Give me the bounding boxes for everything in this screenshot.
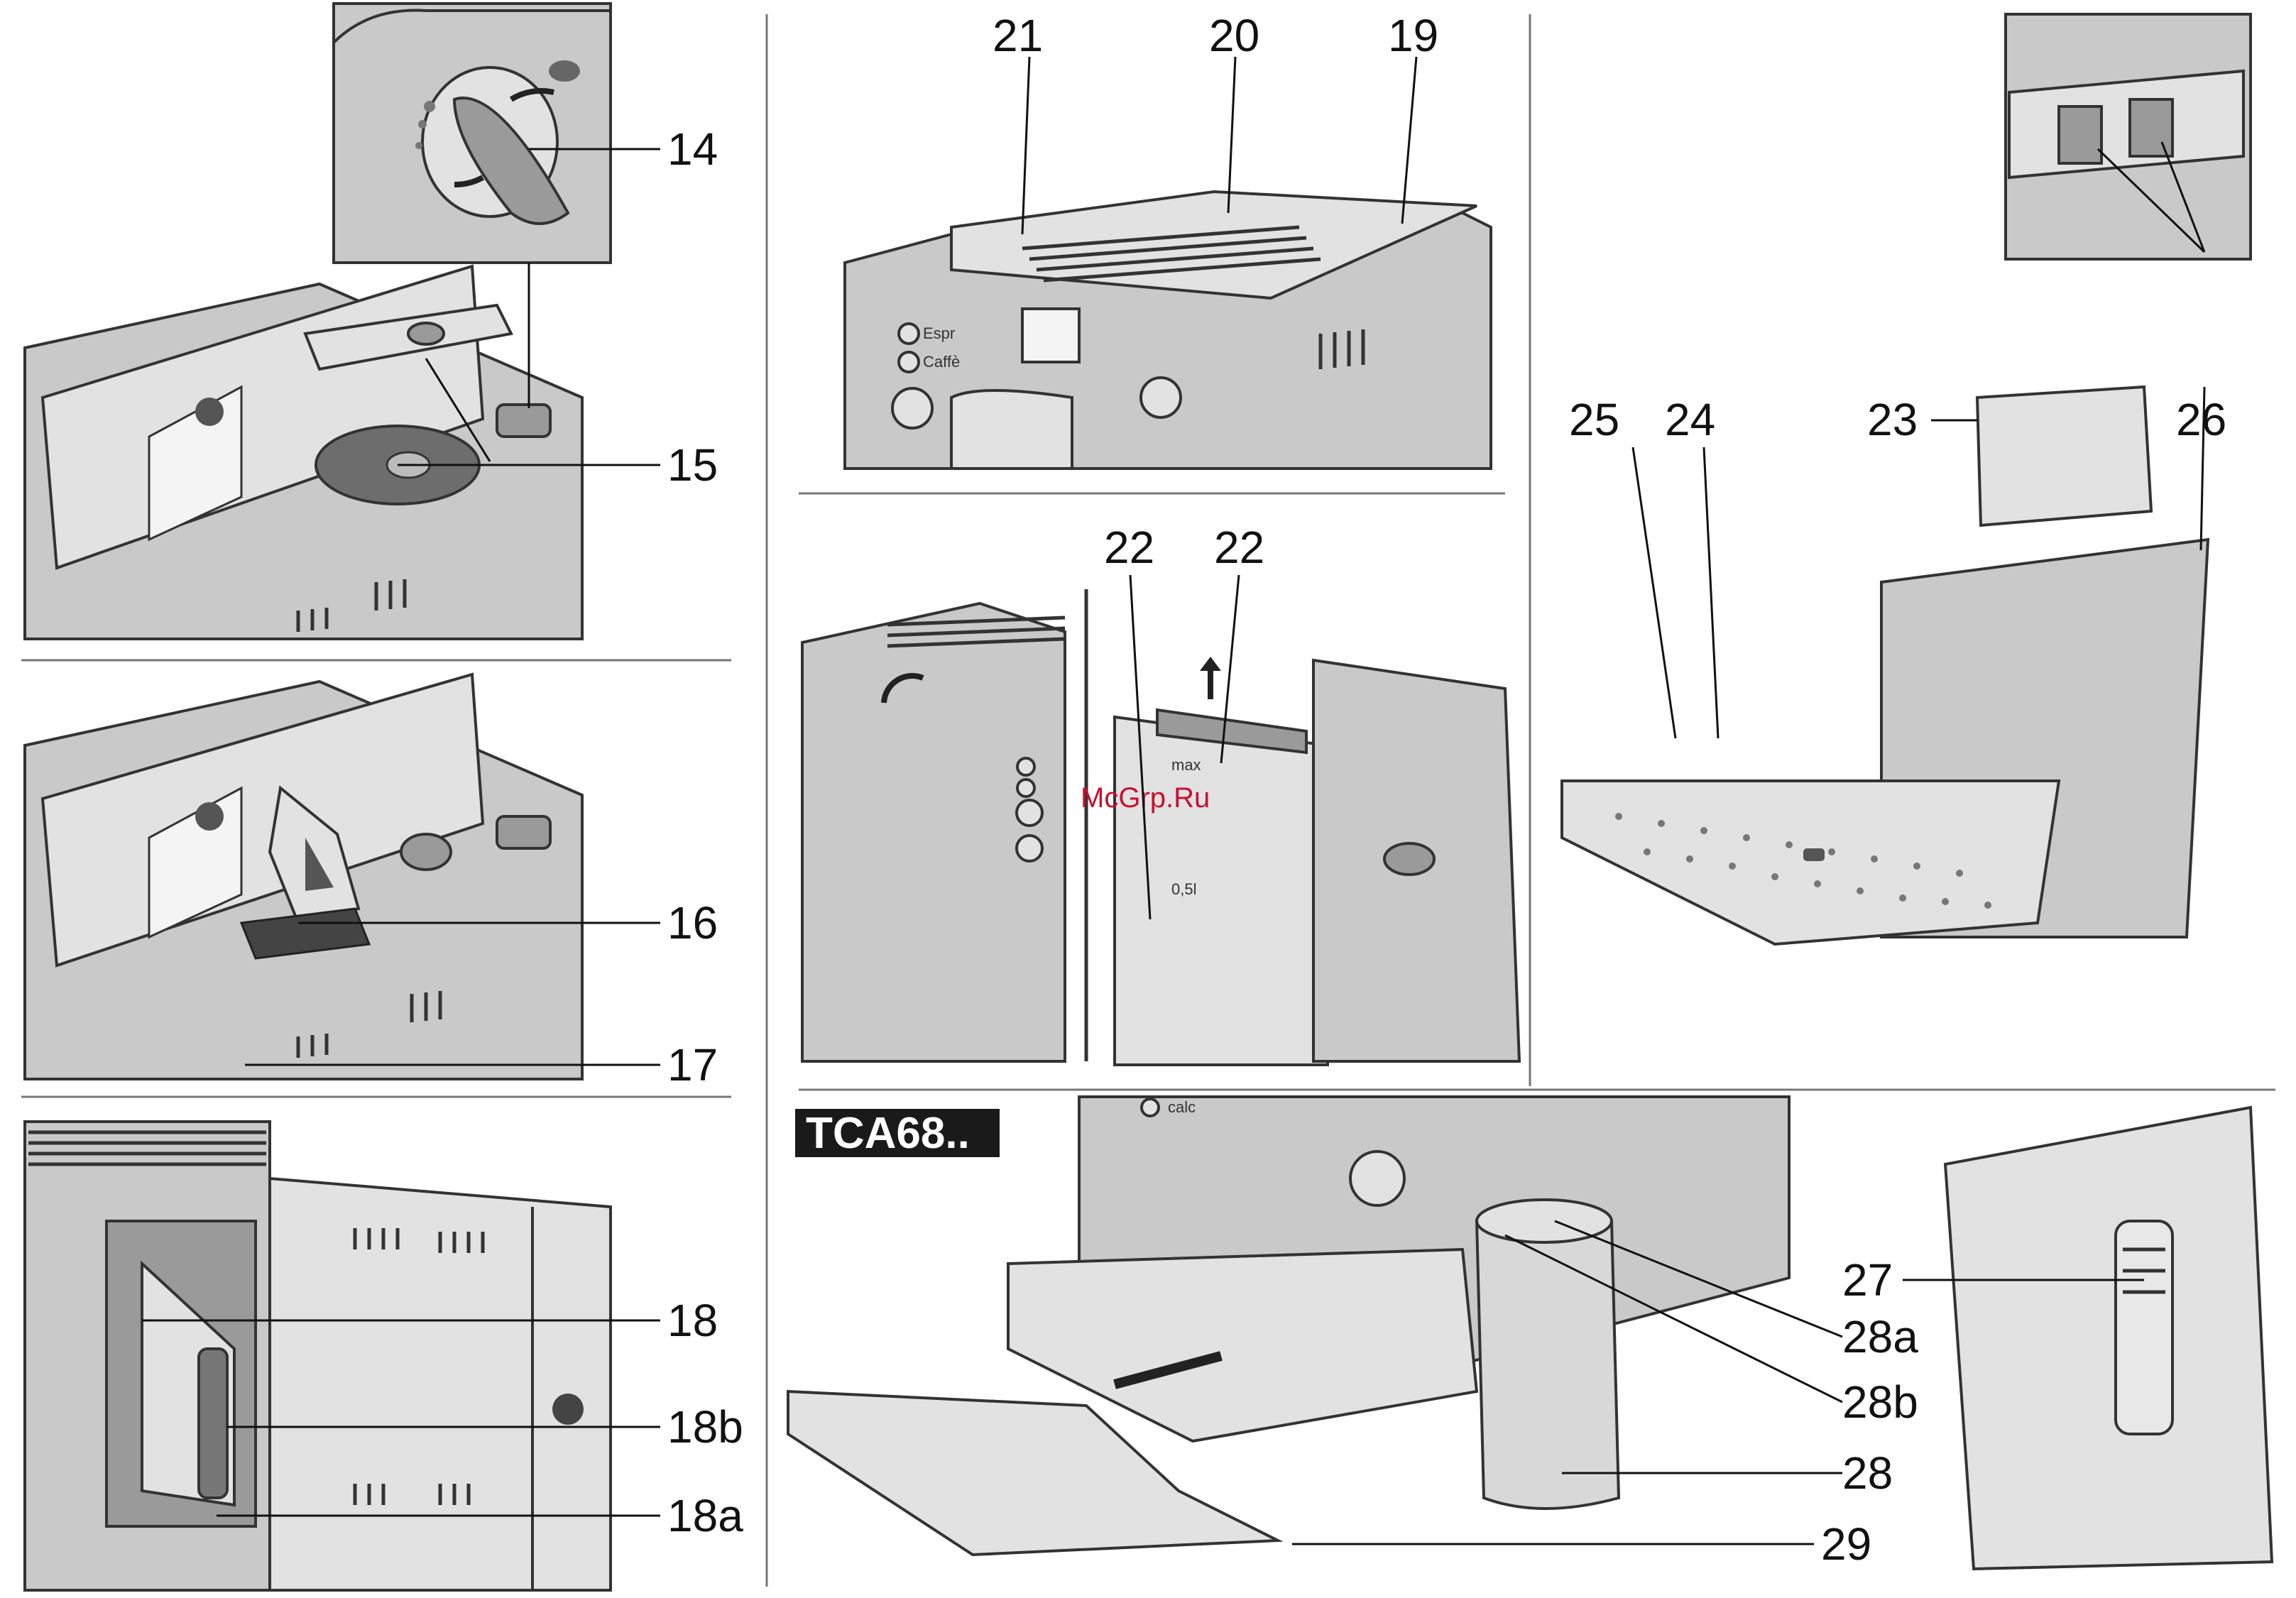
panel-brewing-unit: 18 18b 18a bbox=[25, 1122, 743, 1590]
callout-18: 18 bbox=[667, 1295, 718, 1346]
panel-drip-tray: 25 24 23 26 bbox=[1562, 14, 2251, 944]
callout-29: 29 bbox=[1821, 1518, 1871, 1570]
watermark: McGrp.Ru bbox=[1081, 782, 1210, 814]
callout-28b: 28b bbox=[1842, 1377, 1918, 1428]
callout-27: 27 bbox=[1842, 1254, 1893, 1306]
panel-grinder-setting: 14 15 bbox=[25, 4, 718, 639]
drip-tray-cover bbox=[1562, 781, 2059, 944]
callout-20: 20 bbox=[1209, 10, 1259, 61]
brewing-unit-handle bbox=[199, 1349, 227, 1498]
panel-ground-coffee-funnel: 16 17 bbox=[25, 674, 718, 1090]
water-tank bbox=[1115, 717, 1328, 1065]
callout-18a: 18a bbox=[667, 1490, 743, 1541]
model-tag-label: TCA68.. bbox=[806, 1109, 970, 1158]
door-lock bbox=[552, 1394, 584, 1425]
milk-container bbox=[1477, 1210, 1619, 1509]
callout-23: 23 bbox=[1867, 394, 1918, 445]
label-calc: calc bbox=[1168, 1098, 1196, 1116]
callout-18b: 18b bbox=[667, 1401, 743, 1452]
panel-tca68: TCA68.. calc 27 28a 28b 28 29 bbox=[788, 1097, 2272, 1570]
callout-14: 14 bbox=[667, 124, 718, 175]
tank-label-max: max bbox=[1171, 756, 1201, 774]
callout-17: 17 bbox=[667, 1039, 718, 1090]
label-espresso: Espr bbox=[923, 324, 955, 342]
coffee-grounds-container bbox=[1977, 387, 2151, 525]
panel-machine-top: Espr Caffè 21 20 19 bbox=[845, 10, 1491, 469]
grinder-knob-small bbox=[497, 405, 550, 437]
display bbox=[1022, 309, 1079, 362]
bean-icon bbox=[549, 60, 580, 82]
callout-21: 21 bbox=[993, 10, 1043, 61]
tank-label-half: 0,5l bbox=[1171, 880, 1196, 898]
callout-15: 15 bbox=[667, 439, 718, 491]
callout-22-left: 22 bbox=[1104, 522, 1154, 573]
water-filter bbox=[2116, 1221, 2172, 1434]
callout-19: 19 bbox=[1388, 10, 1438, 61]
label-caffe: Caffè bbox=[923, 353, 960, 371]
panel-water-tank: max 0,5l McGrp.Ru 22 22 bbox=[802, 522, 1519, 1065]
callout-24: 24 bbox=[1665, 394, 1715, 445]
callout-28: 28 bbox=[1842, 1447, 1893, 1499]
water-tank-tca68 bbox=[1945, 1107, 2272, 1569]
callout-16: 16 bbox=[667, 897, 718, 948]
steam-knob bbox=[1350, 1151, 1404, 1205]
callout-28a: 28a bbox=[1842, 1311, 1918, 1362]
callout-25: 25 bbox=[1569, 394, 1619, 445]
rotary-knob bbox=[892, 388, 932, 428]
callout-26: 26 bbox=[2176, 394, 2226, 445]
callout-22-right: 22 bbox=[1214, 522, 1264, 573]
coffee-outlet bbox=[951, 390, 1072, 469]
